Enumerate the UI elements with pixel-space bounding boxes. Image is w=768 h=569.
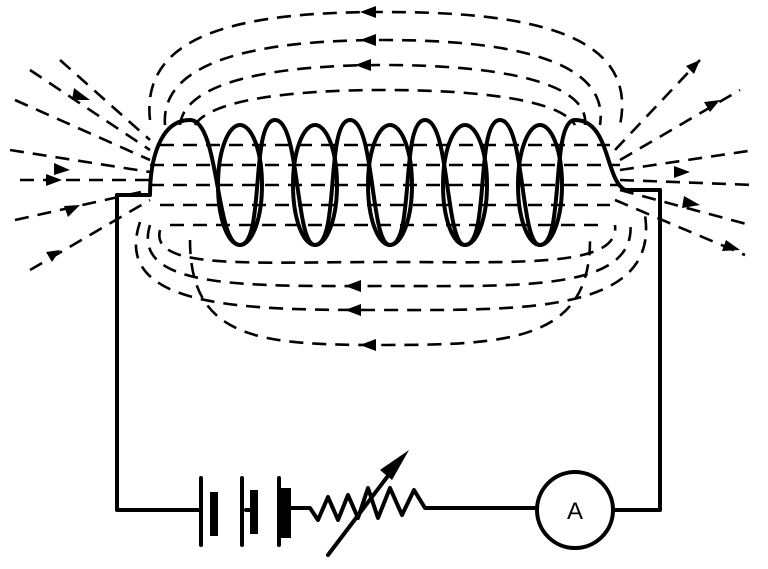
field-line xyxy=(14,98,151,162)
arrow-up-right xyxy=(704,100,720,112)
arrow-left xyxy=(345,280,361,292)
coil-loop xyxy=(516,123,564,247)
field-lines-top xyxy=(148,10,624,126)
field-line xyxy=(29,198,151,272)
arrow-left xyxy=(355,59,371,71)
field-line xyxy=(29,68,151,152)
field-line xyxy=(163,38,602,126)
field-line xyxy=(9,148,151,174)
coil-loop xyxy=(291,123,339,247)
battery-plate-short xyxy=(250,490,258,534)
field-line xyxy=(614,198,746,257)
field-line xyxy=(59,59,151,141)
battery-plate-short xyxy=(210,492,218,536)
field-line xyxy=(178,63,587,126)
field-line xyxy=(188,239,592,347)
field-arrows xyxy=(46,6,740,351)
field-line xyxy=(619,178,756,187)
ammeter: A xyxy=(535,470,615,550)
ammeter-circle xyxy=(535,470,615,550)
arrow-right xyxy=(64,205,80,217)
field-line xyxy=(148,10,624,126)
arrow-up-right xyxy=(686,60,700,74)
arrow-left xyxy=(360,339,376,351)
field-line xyxy=(146,219,632,288)
rheostat-arrow-head xyxy=(380,450,409,480)
arrow-right xyxy=(46,174,62,186)
arrow-left xyxy=(360,6,376,18)
field-line xyxy=(134,214,648,312)
coil-loop xyxy=(441,123,489,247)
arrow-left xyxy=(360,34,376,46)
circuit-wire-right xyxy=(611,188,662,512)
arrow-right xyxy=(682,196,700,208)
field-lines-right xyxy=(614,59,756,257)
coil-loop xyxy=(216,123,264,247)
battery-icon xyxy=(199,476,291,547)
arrow-right xyxy=(46,250,60,262)
arrow-right xyxy=(722,240,740,251)
field-lines-bottom xyxy=(134,214,648,347)
arrow-right xyxy=(674,166,690,178)
solenoid-coil xyxy=(115,118,662,247)
rheostat-icon xyxy=(289,450,537,557)
field-line xyxy=(614,59,701,151)
battery-plate-short xyxy=(281,488,291,538)
ammeter-label: A xyxy=(567,498,583,525)
circuit-wire-left xyxy=(115,193,202,512)
field-lines-left xyxy=(9,59,151,272)
field-line xyxy=(619,88,741,162)
coil-loop xyxy=(366,123,414,247)
arrow-right xyxy=(54,163,70,175)
arrow-right xyxy=(72,88,90,100)
rheostat-resistor xyxy=(289,486,537,522)
field-line xyxy=(619,148,756,172)
arrow-left xyxy=(345,304,361,316)
field-line xyxy=(193,88,577,126)
